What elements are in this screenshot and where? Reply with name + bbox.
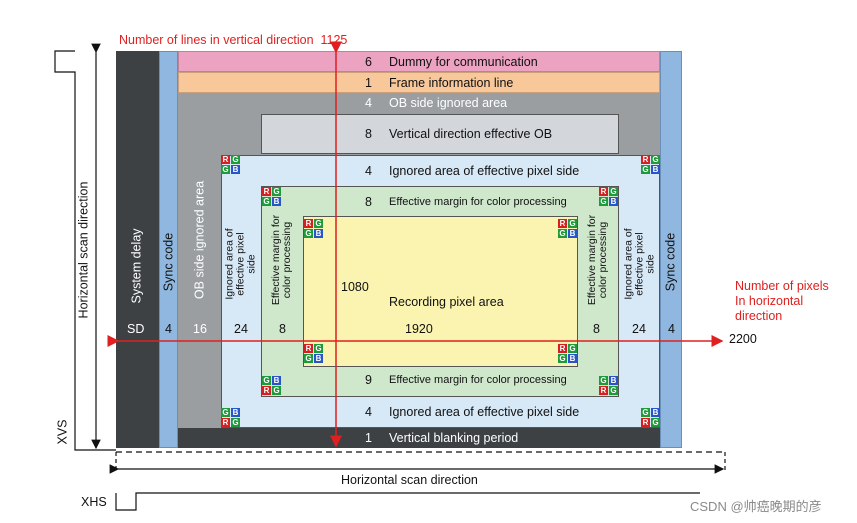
system-delay-label: System delay — [129, 228, 144, 304]
margin-bottom-label: Effective margin for color processing — [389, 374, 567, 386]
vertical-ob-label: Vertical direction effective OB — [389, 127, 553, 141]
sync-code-left — [159, 51, 178, 448]
pixels-value: 2200 — [729, 332, 757, 346]
frame-info-row — [178, 72, 660, 93]
ob-ignored-count: 4 — [365, 96, 372, 110]
ob-ignored-label: OB side ignored area — [389, 96, 508, 110]
ignored-left-count: 24 — [234, 322, 248, 336]
recording-lines: 1080 — [341, 280, 369, 294]
ignored-right-count: 24 — [632, 322, 646, 336]
vblank-row — [178, 428, 660, 448]
margin-bottom-count: 9 — [365, 373, 372, 387]
vertical-lines-label: Number of lines in vertical direction 11… — [119, 33, 348, 47]
ob-side-label: OB side ignored area — [192, 180, 207, 300]
dummy-row — [178, 51, 660, 72]
frame-info-count: 1 — [365, 76, 372, 90]
recording-label: Recording pixel area — [389, 295, 504, 309]
margin-top-count: 8 — [365, 195, 372, 209]
margin-top-label: Effective margin for color processing — [389, 196, 567, 208]
bottom-scan-label: Horizontal scan direction — [341, 473, 478, 487]
ignored-top-label: Ignored area of effective pixel side — [389, 164, 580, 178]
ignored-bottom-count: 4 — [365, 405, 372, 419]
hblank-label: Horizontal blanking period — [696, 156, 711, 302]
vblank-label: Vertical blanking period — [389, 431, 519, 445]
watermark: CSDN @帅癌晚期的彦 — [690, 499, 822, 514]
left-scan-label: Horizontal scan direction — [76, 181, 91, 319]
xhs-label: XHS — [81, 495, 107, 509]
dummy-label: Dummy for communication — [389, 55, 538, 69]
ignored-left-label: Ignored area of effective pixel side — [223, 228, 258, 300]
sync-right-label: Sync code — [663, 232, 678, 292]
pixels-note: Number of pixels In horizontal direction — [735, 279, 829, 323]
sd-abbr: SD — [127, 322, 145, 336]
recording-pixels: 1920 — [405, 322, 433, 336]
frame-info-label: Frame information line — [389, 76, 514, 90]
margin-left-label: Effective margin for color processing — [269, 214, 293, 306]
vertical-lines-value: 1125 — [320, 33, 348, 47]
margin-right-count: 8 — [593, 322, 600, 336]
hb-abbr: HB — [693, 322, 711, 336]
ob-side-count: 16 — [193, 322, 207, 336]
sync-code-right — [660, 51, 682, 448]
vertical-ob-box — [261, 114, 619, 154]
xvs-label: XVS — [55, 419, 70, 445]
dummy-count: 6 — [365, 55, 372, 69]
vertical-ob-count: 8 — [365, 127, 372, 141]
sync-left-count: 4 — [165, 322, 172, 336]
ignored-bottom-label: Ignored area of effective pixel side — [389, 405, 580, 419]
ignored-top-count: 4 — [365, 164, 372, 178]
sync-right-count: 4 — [668, 322, 675, 336]
vblank-count: 1 — [365, 431, 372, 445]
sync-left-label: Sync code — [161, 232, 176, 292]
ignored-right-label: Ignored area of effective pixel side — [622, 228, 657, 300]
margin-left-count: 8 — [279, 322, 286, 336]
margin-right-label: Effective margin for color processing — [585, 214, 609, 306]
